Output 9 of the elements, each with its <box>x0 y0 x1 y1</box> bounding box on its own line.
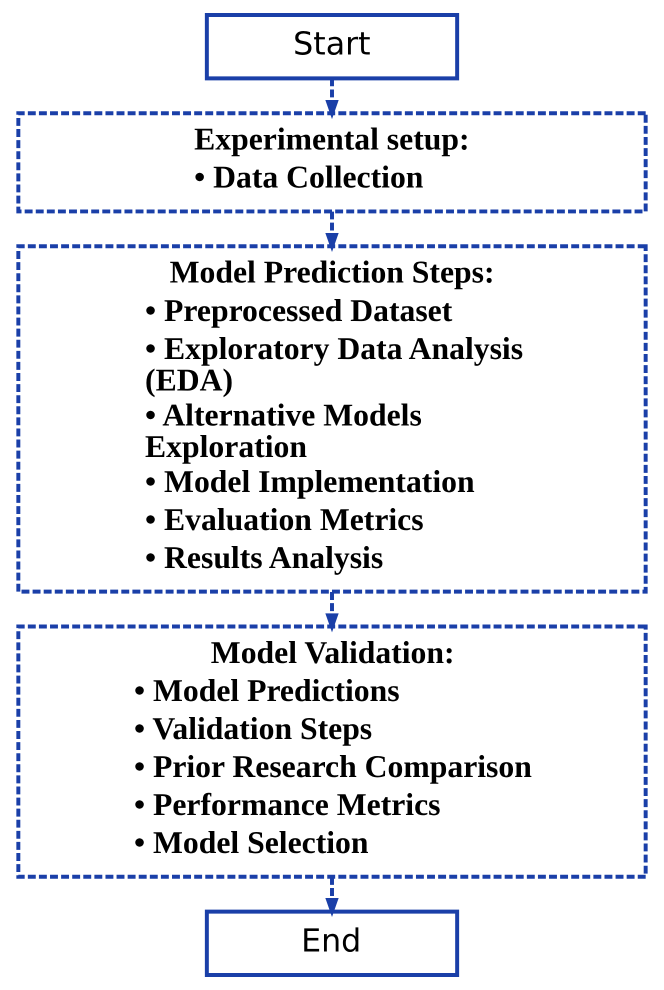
node-box: Model Validation: • Model Predictions • Validation Steps • Prior Research Comparison • Performance Metrics • Model Selection <box>16 624 648 879</box>
arrow <box>325 592 339 632</box>
node-box: End <box>204 910 460 977</box>
arrow <box>325 212 339 252</box>
node-box: Start <box>204 13 460 80</box>
node-box: Model Prediction Steps: • Preprocessed Dataset • Exploratory Data Analysis (EDA) • Alternative Models Exploration • Model Implementation • Evaluation Metrics • Results Analysis <box>16 244 648 594</box>
arrow <box>325 876 339 918</box>
node-box: Experimental setup: • Data Collection <box>16 111 648 214</box>
arrow <box>325 78 339 120</box>
